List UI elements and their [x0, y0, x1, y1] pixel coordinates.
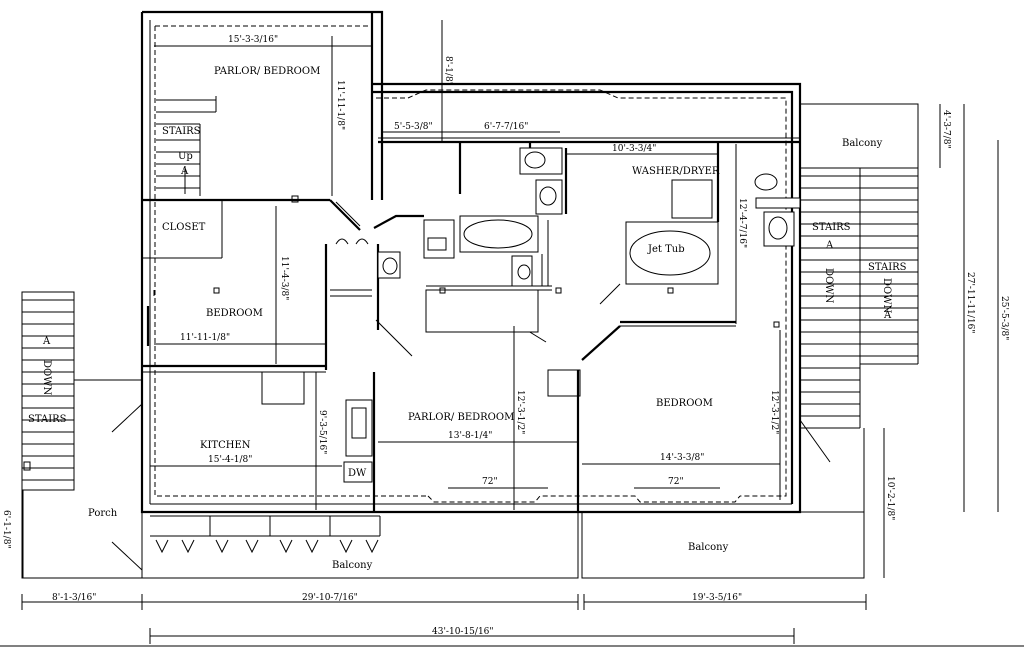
dim-seg-b: 6'-7-7/16"	[484, 122, 528, 132]
label-arrow-right-2: A	[883, 310, 892, 321]
dim-overall-width: 43'-10-15/16"	[432, 627, 494, 637]
label-stairs-left: STAIRS	[28, 414, 67, 425]
dim-kitchen-width: 15'-4-1/8"	[208, 455, 252, 465]
room-labels: PARLOR/ BEDROOM STAIRS Up A CLOSET BEDRO…	[28, 66, 907, 571]
label-arrow-down-left: A	[42, 336, 51, 347]
dim-parlor-top-width: 15'-3-3/16"	[228, 35, 278, 45]
label-washer-dryer: WASHER/DRYER	[632, 166, 720, 177]
dim-laundry-height: 12'-4-7/16"	[737, 198, 747, 248]
dim-overall-height-a: 27'-11-11/16"	[965, 272, 975, 334]
walls	[140, 10, 802, 514]
dim-bedroom-left-width: 11'-11-1/8"	[180, 333, 230, 343]
label-down-right-2: DOWN	[881, 278, 892, 313]
label-arrow-up: A	[180, 166, 189, 177]
label-stairs-right-2: STAIRS	[868, 262, 907, 273]
label-arrow-right-1: A	[825, 240, 834, 251]
label-dw: DW	[348, 468, 367, 479]
label-balcony-bottom-right: Balcony	[688, 542, 729, 553]
interior-stairs	[156, 96, 217, 196]
dim-top-offset: 8'-1/8"	[443, 56, 453, 86]
dim-bottom-seg-1: 8'-1-3/16"	[52, 593, 96, 603]
dim-parlor-center-height: 12'-3-1/2"	[515, 390, 525, 434]
dimension-labels: 15'-3-3/16" 11'-11-1/8" 8'-1/8" 5'-5-3/8…	[1, 35, 1009, 637]
dim-bottom-seg-2: 29'-10-7/16"	[302, 593, 358, 603]
dim-balcony-bottom-right-depth: 10'-2-1/8"	[885, 476, 895, 520]
dim-parlor-center-width: 13'-8-1/4"	[448, 431, 492, 441]
label-parlor-top: PARLOR/ BEDROOM	[214, 66, 320, 77]
dim-balcony-right-depth: 4'-3-7/8"	[941, 110, 951, 149]
label-kitchen: KITCHEN	[200, 440, 251, 451]
dim-bottom-seg-3: 19'-3-5/16"	[692, 593, 742, 603]
dim-laundry-width: 10'-3-3/4"	[612, 144, 656, 154]
label-porch: Porch	[88, 508, 118, 519]
dim-bedroom-left-height: 11'-4-3/8"	[279, 256, 289, 300]
label-stairs-up: STAIRS	[162, 126, 201, 137]
left-stairs	[21, 291, 142, 491]
dim-kitchen-height: 9'-3-5/16"	[317, 410, 327, 454]
dim-seg-a: 5'-5-3/8"	[394, 122, 433, 132]
dim-overall-height-b: 25'-5-3/8"	[999, 296, 1009, 340]
dim-window-center: 72"	[482, 477, 498, 487]
fixtures	[213, 147, 795, 483]
label-jet-tub: Jet Tub	[647, 244, 685, 255]
dim-bedroom-right-height: 12'-3-1/2"	[769, 390, 779, 434]
dim-window-right: 72"	[668, 477, 684, 487]
label-down-right-1: DOWN	[823, 268, 834, 303]
label-balcony-bottom: Balcony	[332, 560, 373, 571]
label-down-left: DOWN	[41, 360, 52, 395]
label-up: Up	[178, 151, 193, 162]
label-balcony-top-right: Balcony	[842, 138, 883, 149]
right-stairs	[755, 103, 919, 429]
label-closet: CLOSET	[162, 222, 206, 233]
label-stairs-right: STAIRS	[812, 222, 851, 233]
dim-left-edge-partial: 6'-1-1/8"	[1, 510, 11, 549]
doors	[111, 201, 831, 571]
dim-bedroom-right-width: 14'-3-3/8"	[660, 453, 704, 463]
label-bedroom-right: BEDROOM	[656, 398, 713, 409]
label-parlor-center: PARLOR/ BEDROOM	[408, 412, 514, 423]
dimension-lines	[0, 20, 1024, 647]
dim-parlor-top-height: 11'-11-1/8"	[335, 80, 345, 130]
label-bedroom-left: BEDROOM	[206, 308, 263, 319]
balconies	[21, 428, 865, 579]
